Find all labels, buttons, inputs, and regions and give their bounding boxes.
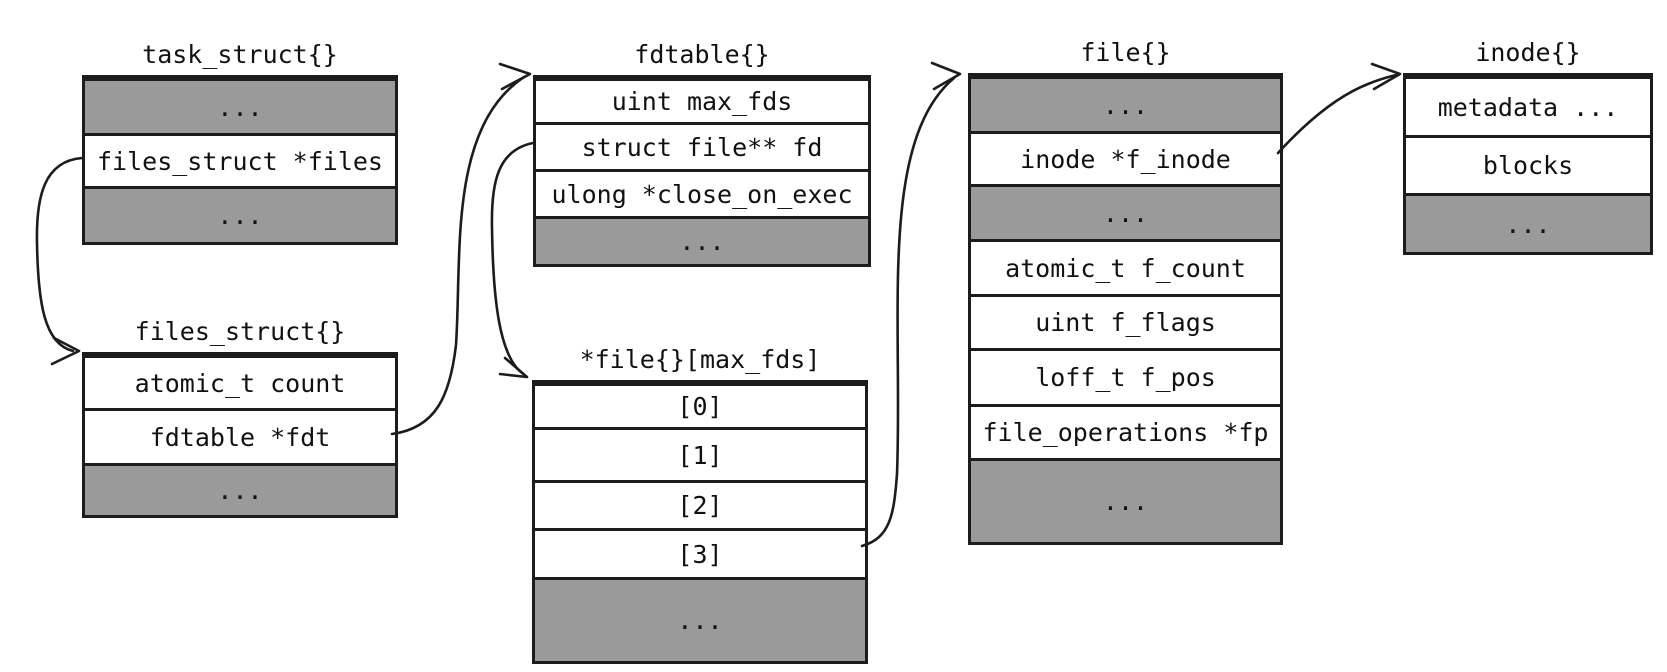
- struct-box-file: file{} ... inode *f_inode ... atomic_t f…: [968, 38, 1283, 545]
- struct-row: ...: [85, 78, 395, 133]
- struct-box-file-array: *file{}[max_fds] [0] [1] [2] [3] ...: [532, 345, 868, 664]
- struct-row: files_struct *files: [85, 133, 395, 186]
- struct-row: ...: [85, 186, 395, 242]
- struct-row: [0]: [535, 383, 865, 427]
- arrow-array3-to-file: [860, 61, 962, 548]
- struct-row: ...: [535, 577, 865, 661]
- struct-box-files-struct: files_struct{} atomic_t count fdtable *f…: [82, 317, 398, 518]
- struct-row: loff_t f_pos: [971, 348, 1280, 404]
- struct-box-fdtable: fdtable{} uint max_fds struct file** fd …: [533, 40, 871, 267]
- struct-title-file: file{}: [1080, 38, 1171, 67]
- struct-row: ...: [971, 184, 1280, 239]
- struct-row: [2]: [535, 480, 865, 528]
- struct-row: file_operations *fp: [971, 404, 1280, 458]
- arrow-fd-to-file-array: [490, 141, 535, 379]
- struct-row: ...: [536, 216, 868, 264]
- struct-row: fdtable *fdt: [85, 408, 395, 463]
- struct-row: struct file** fd: [536, 122, 868, 169]
- struct-title-inode: inode{}: [1475, 38, 1581, 67]
- struct-row: uint f_flags: [971, 294, 1280, 348]
- arrow-finode-to-inode: [1276, 62, 1402, 155]
- struct-row: ...: [971, 76, 1280, 131]
- struct-title-file-array: *file{}[max_fds]: [579, 345, 821, 374]
- struct-title-files-struct: files_struct{}: [134, 317, 346, 346]
- struct-row: atomic_t count: [85, 355, 395, 408]
- struct-row: ...: [971, 458, 1280, 542]
- struct-row: [3]: [535, 528, 865, 577]
- struct-title-fdtable: fdtable{}: [634, 40, 770, 69]
- struct-row: ulong *close_on_exec: [536, 169, 868, 216]
- struct-row: uint max_fds: [536, 78, 868, 122]
- struct-row: atomic_t f_count: [971, 239, 1280, 294]
- struct-row: ...: [85, 463, 395, 515]
- struct-row: ...: [1406, 193, 1650, 252]
- arrow-fdt-to-fdtable: [390, 62, 532, 436]
- struct-row: metadata ...: [1406, 76, 1650, 135]
- struct-box-inode: inode{} metadata ... blocks ...: [1403, 38, 1653, 255]
- struct-title-task-struct: task_struct{}: [142, 40, 338, 69]
- struct-row: blocks: [1406, 135, 1650, 193]
- struct-row: [1]: [535, 427, 865, 480]
- struct-box-task-struct: task_struct{} ... files_struct *files ..…: [82, 40, 398, 245]
- struct-row: inode *f_inode: [971, 131, 1280, 184]
